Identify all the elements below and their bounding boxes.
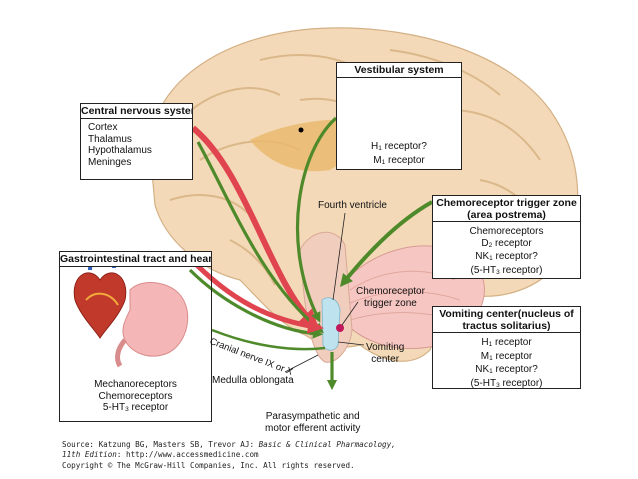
ctz-spot	[336, 324, 344, 332]
ctz-green-arrow	[339, 200, 433, 287]
vomiting-center-item: H1 receptor	[481, 337, 532, 348]
fourth-ventricle-label: Fourth ventricle	[318, 200, 387, 211]
vomiting-center-leader	[337, 341, 365, 346]
vestibular-item: M1 receptor	[373, 154, 425, 166]
fourth-ventricle-leader	[332, 212, 346, 301]
vomiting-center-item: M1 receptor	[480, 350, 533, 362]
vestibular-box-title: Vestibular system	[337, 63, 461, 78]
gi-green-arrow	[188, 268, 324, 339]
vomiting-center-item: (5-HT3 receptor)	[470, 377, 543, 389]
gi-item: 5-HT3 receptor	[102, 402, 169, 414]
source-citation: Source: Katzung BG, Masters SB, Trevor A…	[62, 440, 396, 449]
gi-item: Mechanoreceptors	[94, 379, 177, 390]
vestibular-dot	[298, 127, 304, 133]
cns-item: Hypothalamus	[88, 145, 152, 157]
vomiting-center-box: Vomiting center(nucleus of tractus solit…	[432, 306, 581, 389]
gi-box: Gastrointestinal tract and heart Mechano…	[59, 251, 212, 422]
gi-item: Chemoreceptors	[98, 390, 173, 402]
ctz-leader	[341, 301, 359, 326]
ctz-label: Chemoreceptor trigger zone	[356, 286, 425, 309]
cranial-nerve-line	[211, 328, 326, 351]
vomiting-center-item: NK1 receptor?	[475, 364, 538, 376]
gi-red-arrow	[188, 256, 324, 334]
cns-box: Central nervous system Cortex Thalamus H…	[80, 103, 193, 180]
vomiting-center-items: H1 receptor M1 receptor NK1 receptor? (5…	[433, 337, 580, 391]
vestibular-green-arrow	[295, 116, 338, 323]
gi-box-title: Gastrointestinal tract and heart	[60, 252, 211, 267]
edition-line: 11th Edition: http://www.accessmedicine.…	[62, 450, 259, 459]
ctz-box: Chemoreceptor trigger zone (area postrem…	[432, 195, 581, 279]
cns-red-arrow	[191, 125, 319, 329]
ctz-item: (5-HT3 receptor)	[470, 264, 543, 276]
vestibular-item: H1 receptor?	[371, 141, 427, 152]
cns-item: Thalamus	[88, 133, 132, 145]
ctz-item: D2 receptor	[481, 237, 532, 249]
medulla-leader	[284, 354, 319, 373]
cns-items: Cortex Thalamus Hypothalamus Meninges	[88, 122, 192, 168]
fourth-ventricle	[321, 297, 341, 351]
ctz-items: Chemoreceptors D2 receptor NK1 receptor?…	[433, 226, 580, 278]
ctz-item: NK1 receptor?	[475, 251, 538, 263]
copyright-line: Copyright © The McGraw-Hill Companies, I…	[62, 461, 355, 470]
gi-items: Mechanoreceptors Chemoreceptors 5-HT3 re…	[60, 379, 211, 416]
ctz-box-title: Chemoreceptor trigger zone (area postrem…	[433, 196, 580, 222]
cns-item: Meninges	[88, 156, 132, 168]
ctz-item: Chemoreceptors	[469, 226, 544, 237]
vomiting-center-box-title: Vomiting center(nucleus of tractus solit…	[433, 307, 580, 333]
cns-box-title: Central nervous system	[81, 105, 192, 119]
stomach-illustration	[115, 282, 189, 368]
medulla-label: Medulla oblongata	[212, 375, 294, 386]
cns-item: Cortex	[88, 122, 118, 133]
vestibular-items: H1 receptor? M1 receptor	[337, 141, 461, 168]
cns-green-arrow	[196, 141, 324, 334]
vomiting-center-label: Vomiting center	[366, 342, 405, 365]
vestibular-box: Vestibular system H1 receptor? M1 recept…	[336, 62, 462, 170]
efferent-label: Parasympathetic and motor efferent activ…	[265, 411, 361, 434]
